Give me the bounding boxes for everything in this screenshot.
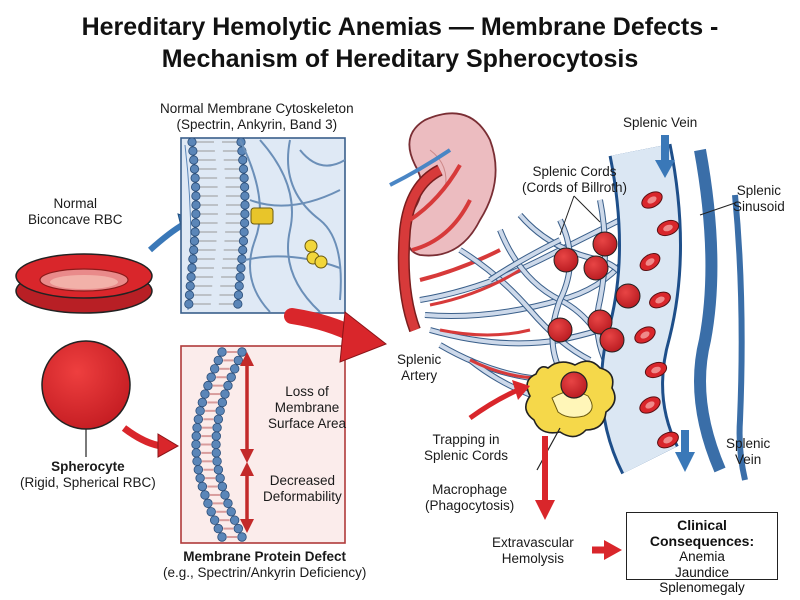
label-trapping-line1: Trapping in — [432, 432, 500, 447]
label-loss-surface-line2: Membrane — [274, 400, 340, 415]
label-splenic-artery-line1: Splenic — [397, 352, 442, 367]
label-spherocyte-sub: (Rigid, Spherical RBC) — [20, 475, 156, 490]
label-splenic-vein-top: Splenic Vein — [623, 115, 697, 131]
label-splenic-sinusoid: Splenic Sinusoid — [733, 183, 785, 215]
label-splenic-cords: Splenic Cords (Cords of Billroth) — [522, 164, 627, 196]
label-splenic-artery: Splenic Artery — [397, 352, 441, 384]
label-trapping-line2: Splenic Cords — [424, 448, 509, 463]
label-splenic-vein-top-text: Splenic Vein — [623, 115, 698, 130]
label-cytoskeleton-line2: (Spectrin, Ankyrin, Band 3) — [176, 117, 338, 132]
splenic-artery — [389, 148, 501, 333]
label-splenic-sinusoid-line1: Splenic — [736, 183, 782, 198]
label-normal-rbc-line1: Normal — [53, 196, 98, 211]
label-normal-rbc: Normal Biconcave RBC — [28, 196, 123, 228]
label-cytoskeleton: Normal Membrane Cytoskeleton (Spectrin, … — [160, 101, 354, 133]
label-splenic-vein-bottom-line1: Splenic — [726, 436, 771, 451]
label-splenic-artery-line2: Artery — [401, 368, 438, 383]
label-loss-surface-line3: Surface Area — [268, 416, 347, 431]
label-membrane-defect-title: Membrane Protein Defect — [183, 549, 347, 564]
label-decreased-line2: Deformability — [263, 489, 342, 504]
label-macrophage: Macrophage (Phagocytosis) — [425, 482, 514, 514]
label-splenic-vein-bottom: Splenic Vein — [726, 436, 770, 468]
cytoskeleton-panel — [180, 137, 346, 314]
spherocyte-cell — [41, 340, 131, 457]
title-line-1: Hereditary Hemolytic Anemias — Membrane … — [81, 13, 719, 41]
label-membrane-defect-sub: (e.g., Spectrin/Ankyrin Deficiency) — [163, 565, 367, 580]
clinical-item-jaundice: Jaundice — [674, 564, 730, 580]
label-splenic-vein-bottom-line2: Vein — [735, 452, 762, 467]
label-decreased-deformability: Decreased Deformability — [263, 473, 342, 505]
label-decreased-line1: Decreased — [269, 473, 336, 488]
label-spherocyte: Spherocyte (Rigid, Spherical RBC) — [20, 459, 156, 491]
label-macrophage-line2: (Phagocytosis) — [425, 498, 515, 513]
macrophage — [525, 360, 616, 471]
label-splenic-cords-line2: (Cords of Billroth) — [522, 180, 628, 195]
label-loss-surface-line1: Loss of — [285, 384, 329, 399]
label-trapping: Trapping in Splenic Cords — [424, 432, 508, 464]
arrow-to-defect-panel — [121, 425, 163, 450]
arrow-to-cytoskeleton — [147, 221, 186, 253]
label-cytoskeleton-line1: Normal Membrane Cytoskeleton — [160, 101, 354, 116]
label-extravascular-line2: Hemolysis — [501, 551, 565, 566]
label-extravascular-line1: Extravascular — [492, 535, 574, 550]
label-normal-rbc-line2: Biconcave RBC — [28, 212, 123, 227]
membrane-defect-panel — [180, 345, 346, 544]
label-macrophage-line1: Macrophage — [432, 482, 508, 497]
label-loss-surface: Loss of Membrane Surface Area — [268, 384, 346, 432]
label-splenic-cords-line1: Splenic Cords — [532, 164, 617, 179]
label-extravascular-hemolysis: Extravascular Hemolysis — [492, 535, 574, 567]
label-spherocyte-title: Spherocyte — [51, 459, 125, 474]
clinical-item-anemia: Anemia — [679, 549, 725, 564]
label-splenic-sinusoid-line2: Sinusoid — [733, 199, 785, 214]
clinical-consequences-box: Clinical Consequences: Anemia Jaundice S… — [626, 512, 778, 595]
clinical-heading: Clinical Consequences: — [649, 517, 755, 549]
normal-rbc — [15, 253, 153, 314]
clinical-item-splenomegaly: Splenomegaly — [659, 580, 745, 595]
label-membrane-defect: Membrane Protein Defect (e.g., Spectrin/… — [163, 549, 366, 581]
spleen-organ — [405, 112, 497, 257]
title-line-2: Mechanism of Hereditary Spherocytosis — [161, 45, 639, 73]
sinusoid-rbcs — [634, 191, 680, 449]
